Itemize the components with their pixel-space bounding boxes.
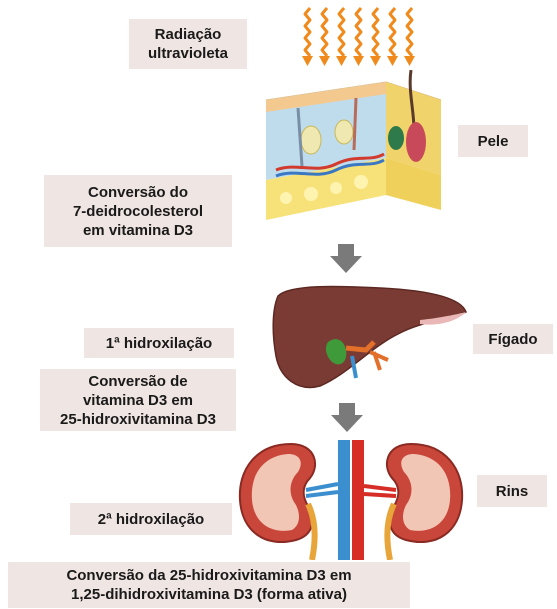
hydroxylation-2-label: 2ª hidroxilação: [70, 503, 232, 535]
conversion-2-line-3: 25-hidroxivitamina D3: [60, 410, 216, 428]
conversion-3-line-2: 1,25-dihidroxivitamina D3 (forma ativa): [71, 586, 347, 603]
conversion-2-line-1: Conversão de: [88, 372, 188, 390]
skin-label-text: Pele: [477, 132, 509, 150]
conversion-2-label: Conversão de vitamina D3 em 25-hidroxivi…: [40, 369, 236, 431]
down-arrow-icon: [331, 403, 363, 432]
kidneys-icon: [238, 440, 464, 560]
conversion-1-label: Conversão do 7-deidrocolesterol em vitam…: [44, 175, 232, 247]
kidneys-label: Rins: [477, 475, 547, 507]
uv-rays-icon: [302, 7, 415, 66]
conversion-1-line-1: Conversão do: [87, 183, 189, 201]
liver-icon: [272, 285, 467, 389]
conversion-1-line-3: em vitamina D3: [82, 221, 194, 239]
hydroxylation-1-label: 1ª hidroxilação: [84, 328, 234, 358]
down-arrow-icon: [330, 244, 362, 273]
hydroxylation-1-text: 1ª hidroxilação: [105, 334, 213, 352]
uv-radiation-label: Radiação ultravioleta: [129, 19, 247, 69]
liver-label-text: Fígado: [488, 330, 538, 348]
skin-label: Pele: [458, 125, 528, 157]
uv-label-line-1: Radiação: [154, 26, 222, 43]
hydroxylation-2-text: 2ª hidroxilação: [97, 510, 205, 528]
conversion-2-line-2: vitamina D3 em: [82, 391, 194, 409]
conversion-1-line-2: 7-deidrocolesterol: [72, 202, 204, 220]
uv-label-line-2: ultravioleta: [147, 45, 229, 62]
conversion-3-label: Conversão da 25-hidroxivitamina D3 em 1,…: [8, 562, 410, 608]
conversion-3-line-1: Conversão da 25-hidroxivitamina D3 em: [66, 567, 352, 584]
liver-label: Fígado: [473, 324, 553, 354]
kidneys-label-text: Rins: [495, 482, 529, 500]
skin-cross-section-icon: [265, 70, 442, 220]
